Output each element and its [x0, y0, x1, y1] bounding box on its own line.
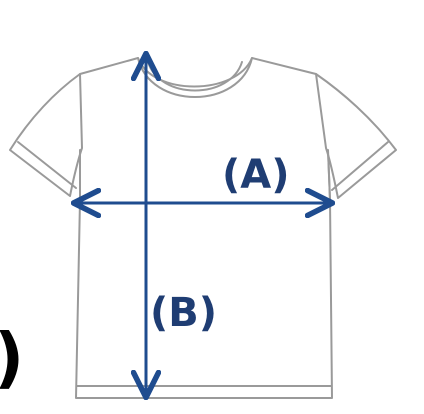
- t-shirt-body: [73, 57, 333, 399]
- label-a: (A): [222, 152, 290, 198]
- measurement-arrows: [76, 56, 330, 395]
- t-shirt-left-sleeve: [9, 73, 83, 197]
- cropped-parenthesis-glyph: ): [0, 319, 24, 396]
- left-sleeve-cuff: [17, 141, 77, 189]
- t-shirt-icon: [9, 57, 397, 399]
- label-b: (B): [150, 290, 217, 336]
- right-sleeve-cuff: [331, 141, 389, 191]
